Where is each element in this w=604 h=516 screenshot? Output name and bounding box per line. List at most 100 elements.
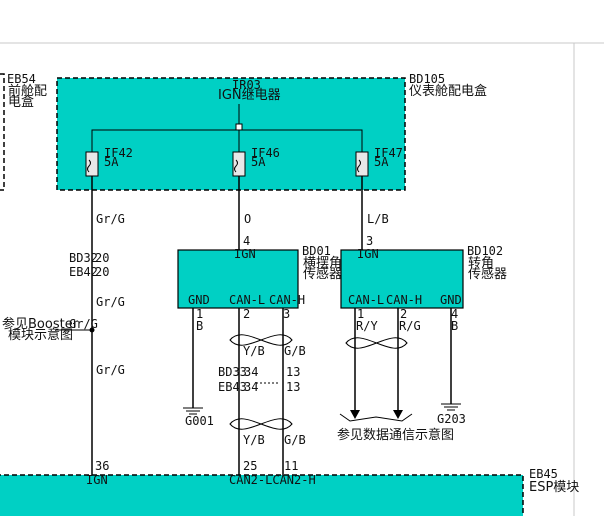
sensor-bd102-canh-label: CAN-H [386,293,422,307]
main-box-id: BD105 [409,72,445,86]
comm-bracket [339,413,413,422]
left-box-id: EB54 [7,72,36,86]
arrow-canl [350,410,360,419]
fuse-if42-rating: 5A [104,155,119,169]
sensor-bd102-canl-pin: 1 [357,307,364,321]
sensor-bd01-ign-label: IGN [234,247,256,261]
esp-module-box [0,474,524,516]
twist-right [345,337,408,349]
wire-left-low-color: Gr/G [96,363,125,377]
fuse-if47-id: IF47 [374,146,403,160]
fuse-bus [91,129,363,152]
fuse-if47-rating: 5A [374,155,389,169]
conn-left-line1: BD32 [69,251,98,265]
sensor-bd102-ign-label: IGN [357,247,379,261]
wire-b2-color: B [451,319,458,333]
esp-module-id: EB45 [529,467,558,481]
relay-node [235,123,243,131]
left-box-name-1: 前舱配 [8,83,47,99]
relay-id: IR03 [232,78,261,92]
sensor-bd01-ign-pin: 4 [243,234,250,248]
conn-center-line1-pin-b: 13 [286,365,300,379]
sensor-bd102-box [340,249,464,309]
sensor-bd102-gnd-pin: 4 [451,307,458,321]
conn-center-line1: BD33 [218,365,247,379]
wire-bd102-can-pair: R/Y R/G 参见数据通信示意图 [337,308,454,443]
wire-left-top-color: Gr/G [96,212,125,226]
ground-g203: G203 [437,412,466,426]
sensor-bd01-canl-pin: 2 [243,307,250,321]
conn-center-line2: EB43 [218,380,247,394]
wire-low-canh-color: G/B [284,433,306,447]
booster-ref-1: 参见Booster [2,316,79,332]
wire-yaw-canh-color: R/G [399,319,421,333]
left-box-name-2: 电盒 [8,94,34,110]
wire-ya-canh-color: G/B [284,344,306,358]
esp-ign-pin: 36 [95,459,109,473]
sensor-bd01-canh-label: CAN-H [269,293,305,307]
main-box-outline [56,77,406,191]
sensor-bd01-name-2: 传感器 [303,266,342,282]
wire-right-color: L/B [367,212,389,226]
sensor-bd01-box [177,249,299,309]
wire-left-side-color: Gr/G [69,317,98,331]
esp-module: EB45 ESP模块 36 IGN 25 11 CAN2-LCAN2-H [0,459,579,516]
esp-canh-pin: 11 [284,459,298,473]
steering-angle-sensor: 3 IGN BD102 转角 传感器 CAN-L CAN-H GND 1 2 4 [340,234,507,321]
esp-can-label: CAN2-LCAN2-H [229,473,316,487]
esp-module-name: ESP模块 [529,480,579,495]
wire-center-color: O [244,212,251,226]
sensor-bd102-gnd-label: GND [440,293,462,307]
fuse-if47: IF47 5A [355,146,403,177]
twist-lower [229,418,293,430]
wire-left-mid-color: Gr/G [96,295,125,309]
fuse-if46: IF46 5A [232,146,280,177]
sensor-bd102-canl-label: CAN-L [348,293,384,307]
sensor-bd102-ign-pin: 3 [366,234,373,248]
twist-upper [229,334,293,346]
conn-left-line1-pin: 20 [95,251,109,265]
comm-ref: 参见数据通信示意图 [337,427,454,443]
sensor-bd01-canl-label: CAN-L [229,293,265,307]
conn-center-line2-pin-b: 13 [286,380,300,394]
arrow-canh [393,410,403,419]
yaw-rate-sensor: 4 IGN BD01 横摆角 传感器 GND CAN-L CAN-H 1 2 3 [177,234,342,321]
conn-center-line1-pin-a: 34 [244,365,258,379]
wire-ya-canl-color: Y/B [243,344,265,358]
esp-canl-pin: 25 [243,459,257,473]
fuse-if46-id: IF46 [251,146,280,160]
wire-right-ign: L/B [361,176,389,250]
wire-yaw-canl-color: R/Y [356,319,378,333]
sensor-bd01-gnd-pin: 1 [196,307,203,321]
left-fuse-box: EB54 前舱配 电盒 [0,72,47,191]
fuse-if42-id: IF42 [104,146,133,160]
fuse-if46-rating: 5A [251,155,266,169]
esp-ign-label: IGN [86,473,108,487]
sensor-bd102-id: BD102 [467,244,503,258]
left-box-outline [0,73,5,191]
sensor-bd102-name-1: 转角 [468,256,494,271]
relay-name: IGN继电器 [218,88,281,103]
sensor-bd01-id: BD01 [302,244,331,258]
wire-bd01-can-pair: Y/B G/B BD33 34 13 EB43 34 13 Y/B G/B [218,308,306,475]
wire-left-ign: Gr/G BD32 20 EB42 20 Gr/G Gr/G 参见Booster… [2,176,125,475]
conn-left-line2: EB42 [69,265,98,279]
sensor-bd01-gnd-label: GND [188,293,210,307]
sensor-bd01-name-1: 横摆角 [303,256,342,271]
fuse-if42: IF42 5A [85,146,133,177]
booster-ref-2: 模块示意图 [8,327,73,343]
wire-b1-color: B [196,319,203,333]
wire-low-canl-color: Y/B [243,433,265,447]
sensor-bd102-name-2: 传感器 [468,266,507,282]
instrument-fuse-box: BD105 仪表舱配电盒 IR03 IGN继电器 IF42 5A IF46 5A… [56,72,487,191]
sensor-bd01-canh-pin: 3 [283,307,290,321]
conn-left-line2-pin: 20 [95,265,109,279]
wire-bd102-ground: B G203 [437,308,466,426]
conn-center-line2-pin-a: 34 [244,380,258,394]
wire-bd01-ground: B G001 [183,308,214,428]
main-box-name: 仪表舱配电盒 [409,83,487,99]
ground-g001: G001 [185,414,214,428]
wire-center-ign: O [238,176,251,250]
sensor-bd102-canh-pin: 2 [400,307,407,321]
